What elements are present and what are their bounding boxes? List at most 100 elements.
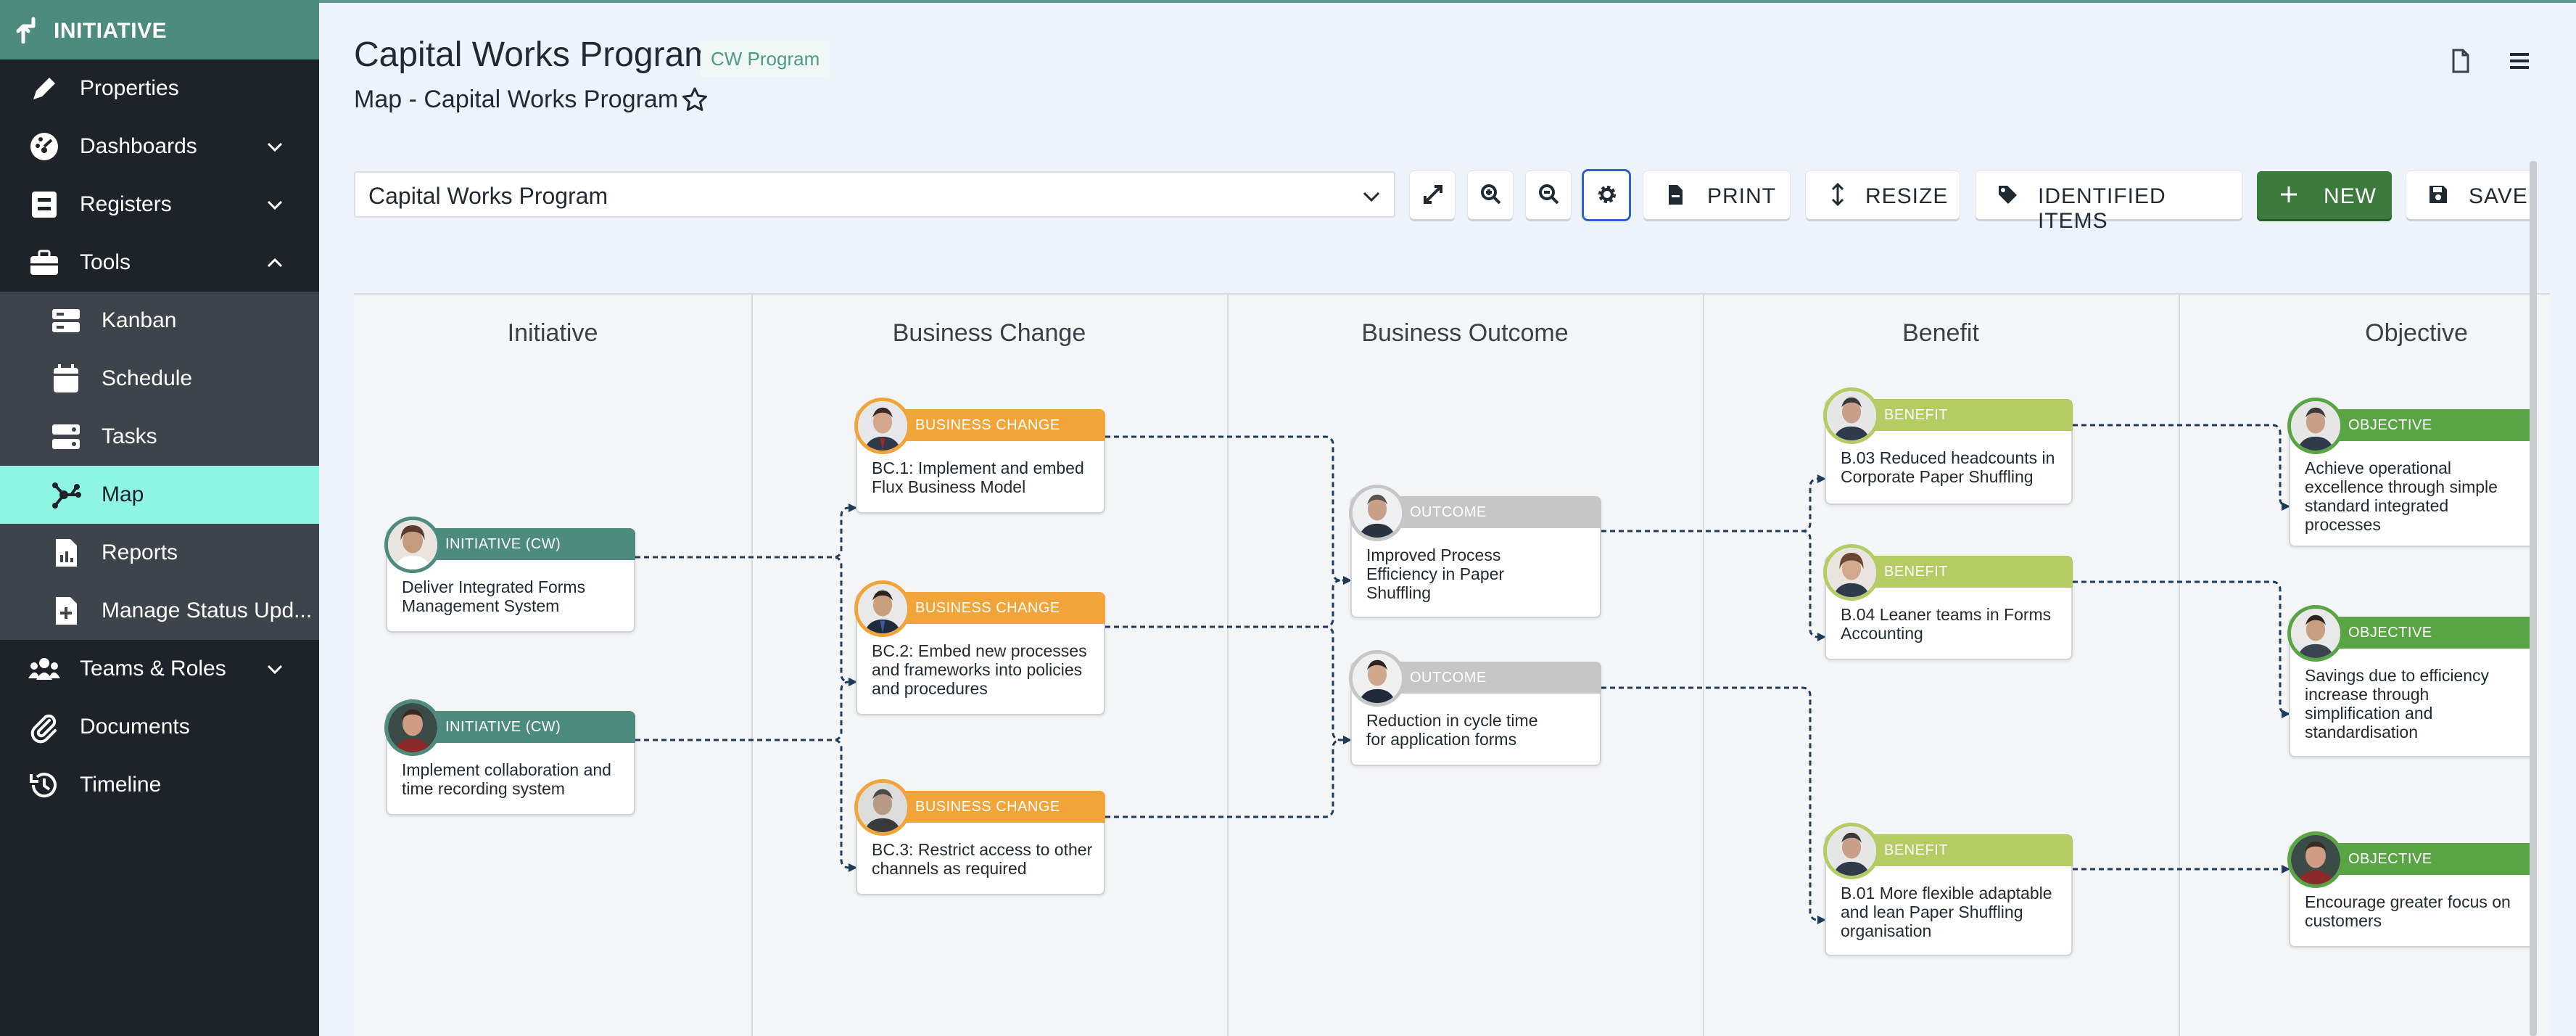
avatar — [854, 580, 911, 637]
avatar — [384, 699, 441, 756]
sidebar-item-tools[interactable]: Tools — [0, 234, 319, 292]
map-card-objective[interactable]: OBJECTIVE Savings due to efficiency incr… — [2287, 605, 2535, 757]
vertical-scrollbar[interactable] — [2530, 161, 2537, 1036]
toolbox-icon — [30, 250, 58, 275]
sidebar-item-label: Tasks — [102, 424, 157, 448]
map-card-outcome[interactable]: OUTCOME Improved Process Efficiency in P… — [1349, 485, 1601, 618]
hamburger-menu-icon[interactable] — [2505, 46, 2534, 75]
map-select-dropdown[interactable]: Capital Works Program — [354, 171, 1395, 218]
identified-items-label: IDENTIFIED ITEMS — [2038, 184, 2166, 233]
sidebar-item-properties[interactable]: Properties — [0, 59, 319, 118]
sidebar-item-label: Timeline — [80, 773, 162, 797]
avatar — [2287, 831, 2344, 888]
document-export-icon[interactable] — [2445, 46, 2474, 75]
sidebar-item-label: Map — [102, 482, 144, 506]
sidebar-item-timeline[interactable]: Timeline — [0, 756, 319, 814]
chevron-down-icon — [1363, 192, 1380, 202]
new-button[interactable]: NEW — [2257, 171, 2392, 219]
sidebar-item-label: Schedule — [102, 366, 193, 390]
sidebar-item-label: Teams & Roles — [80, 657, 226, 681]
sidebar-item-schedule[interactable]: Schedule — [0, 350, 319, 408]
dashboard-icon — [30, 133, 58, 160]
identified-items-button[interactable]: IDENTIFIED ITEMS — [1976, 171, 2242, 233]
save-button[interactable]: SAVE — [2406, 171, 2534, 219]
avatar — [1823, 544, 1880, 601]
card-text: Encourage greater focus on customers — [2305, 892, 2511, 930]
map-card-business-change[interactable]: BUSINESS CHANGE BC.3: Restrict access to… — [854, 779, 1105, 895]
sidebar-item-label: Reports — [102, 540, 178, 564]
map-card-benefit[interactable]: BENEFIT B.03 Reduced headcounts in Corpo… — [1823, 387, 2073, 505]
sidebar-item-label: Tools — [80, 250, 131, 274]
card-type-label: BUSINESS CHANGE — [915, 417, 1060, 433]
column-divider — [1227, 295, 1229, 1036]
settings-button[interactable] — [1584, 171, 1629, 219]
card-text: BC.3: Restrict access to other channels … — [872, 840, 1093, 878]
calendar-icon — [54, 364, 78, 392]
map-card-business-change[interactable]: BUSINESS CHANGE BC.2: Embed new processe… — [854, 580, 1105, 715]
gear-icon — [1598, 186, 1616, 203]
card-text: B.04 Leaner teams in Forms Accounting — [1841, 605, 2052, 643]
sidebar-item-reports[interactable]: Reports — [0, 524, 319, 582]
register-icon — [32, 192, 57, 218]
tasks-icon — [52, 424, 80, 449]
sidebar-item-manage-status-updates[interactable]: Manage Status Upd... — [0, 582, 319, 640]
map-icon — [52, 482, 81, 509]
map-card-initiative[interactable]: INITIATIVE (CW) Implement collaboration … — [384, 699, 635, 815]
map-card-business-change[interactable]: BUSINESS CHANGE BC.1: Implement and embe… — [854, 398, 1105, 514]
teams-icon — [28, 658, 60, 680]
chevron-down-icon[interactable] — [264, 136, 286, 158]
kanban-icon — [52, 309, 80, 332]
resize-label: RESIZE — [1865, 184, 1949, 208]
reports-icon — [56, 539, 77, 567]
sidebar-item-teams-roles[interactable]: Teams & Roles — [0, 640, 319, 698]
map-canvas[interactable]: Initiative Business Change Business Outc… — [354, 293, 2550, 1036]
card-type-label: INITIATIVE (CW) — [445, 536, 561, 552]
sidebar-item-label: Kanban — [102, 308, 177, 332]
sidebar-item-map[interactable]: Map — [0, 466, 319, 524]
resize-button[interactable]: RESIZE — [1806, 171, 1960, 219]
map-card-benefit[interactable]: BENEFIT B.01 More flexible adaptable and… — [1823, 823, 2073, 956]
map-card-objective[interactable]: OBJECTIVE Achieve operational excellence… — [2287, 398, 2535, 547]
card-text: Improved Process Efficiency in Paper Shu… — [1366, 546, 1505, 602]
save-label: SAVE — [2469, 184, 2528, 208]
sidebar-item-tasks[interactable]: Tasks — [0, 408, 319, 466]
map-select-value: Capital Works Program — [368, 183, 608, 209]
map-card-initiative[interactable]: INITIATIVE (CW) Deliver Integrated Forms… — [384, 517, 635, 633]
fullscreen-button[interactable] — [1410, 171, 1455, 219]
favorite-star-icon[interactable] — [680, 86, 709, 115]
sidebar-header[interactable]: INITIATIVE — [0, 0, 319, 59]
chevron-down-icon[interactable] — [264, 659, 286, 681]
page-subtitle: Map - Capital Works Program — [354, 86, 679, 113]
zoom-out-button[interactable] — [1526, 171, 1571, 219]
card-text: Achieve operational excellence through s… — [2305, 459, 2498, 534]
sidebar-item-documents[interactable]: Documents — [0, 698, 319, 756]
sidebar-item-dashboards[interactable]: Dashboards — [0, 118, 319, 176]
chevron-down-icon[interactable] — [264, 194, 286, 216]
map-card-benefit[interactable]: BENEFIT B.04 Leaner teams in Forms Accou… — [1823, 544, 2073, 660]
zoom-in-button[interactable] — [1468, 171, 1513, 219]
avatar — [2287, 605, 2344, 662]
print-button[interactable]: PRINT — [1643, 171, 1790, 219]
avatar — [1349, 485, 1405, 541]
map-card-objective[interactable]: OBJECTIVE Encourage greater focus on cus… — [2287, 831, 2535, 947]
avatar — [1823, 823, 1880, 879]
map-card-outcome[interactable]: OUTCOME Reduction in cycle time for appl… — [1349, 650, 1601, 766]
chevron-up-icon[interactable] — [264, 252, 286, 274]
tag-icon — [1999, 186, 2017, 204]
card-type-label: BENEFIT — [1884, 842, 1948, 858]
sidebar-item-registers[interactable]: Registers — [0, 176, 319, 234]
card-type-label: BENEFIT — [1884, 564, 1948, 580]
sidebar-item-kanban[interactable]: Kanban — [0, 292, 319, 350]
card-text: Implement collaboration and time recordi… — [402, 760, 611, 798]
card-type-label: OBJECTIVE — [2348, 625, 2432, 641]
avatar — [854, 398, 911, 454]
expand-icon — [1424, 185, 1442, 204]
avatar — [854, 779, 911, 836]
zoom-in-icon — [1481, 184, 1501, 205]
pencil-icon — [33, 78, 55, 99]
avatar — [1349, 650, 1405, 707]
map-connectors — [635, 424, 2290, 924]
card-type-label: BUSINESS CHANGE — [915, 600, 1060, 616]
paperclip-icon — [30, 714, 57, 744]
column-divider — [751, 295, 753, 1036]
